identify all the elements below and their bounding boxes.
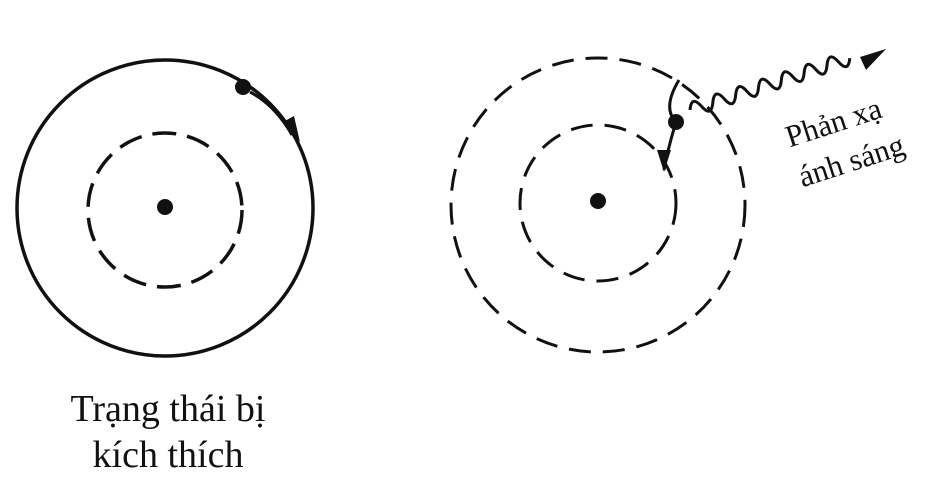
nucleus (157, 199, 173, 215)
excited-state-caption: Trạng thái bị kích thích (18, 386, 318, 478)
electron-motion-arrow (250, 92, 292, 135)
caption-line-2: kích thích (18, 432, 318, 478)
nucleus (590, 193, 606, 209)
caption-line-1: Trạng thái bị (18, 386, 318, 432)
excited-atom (17, 60, 313, 356)
photon-arrowhead (860, 49, 886, 70)
emitting-atom (451, 49, 886, 352)
electron-excited (235, 79, 251, 95)
